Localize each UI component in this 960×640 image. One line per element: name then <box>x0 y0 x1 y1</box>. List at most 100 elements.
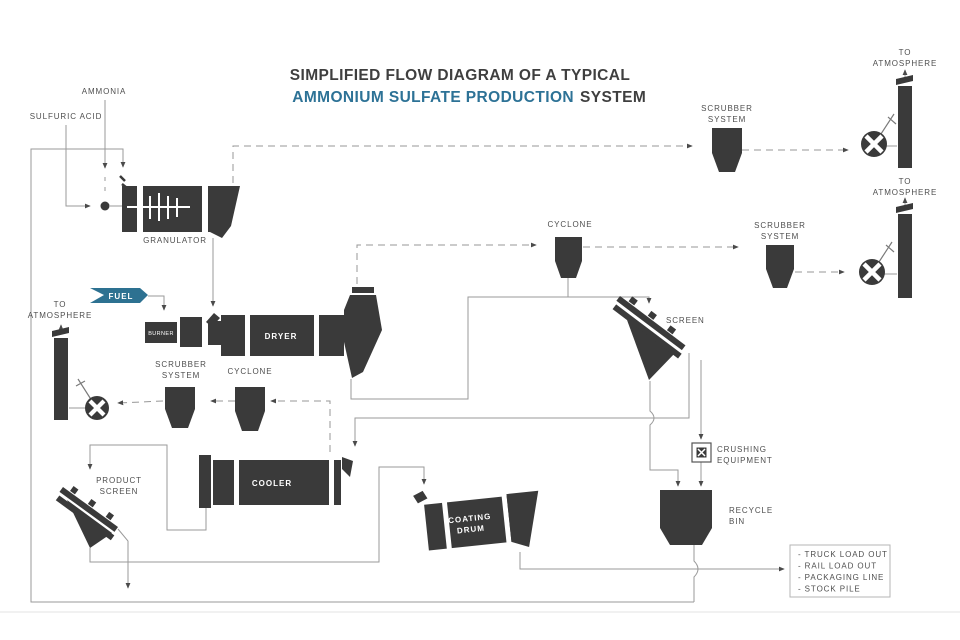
dryer-inlet-neck <box>208 321 221 345</box>
granulator-band-1 <box>137 183 143 235</box>
product-screen-deck-1 <box>59 487 119 532</box>
fan2-drive-line <box>876 241 895 266</box>
scrubber2-label-line1: SCRUBBER <box>754 221 806 230</box>
product-screen-to-drum-line <box>89 466 427 563</box>
screen-decks <box>612 296 686 359</box>
product-screen-oversize-line <box>117 528 131 589</box>
crusher-label-line2: EQUIPMENT <box>717 456 773 465</box>
cyclone2-vessel <box>555 237 582 278</box>
product-screen-foot-1 <box>70 486 79 495</box>
coating-drum-inlet-flap <box>413 490 428 504</box>
scrubber1-vessel <box>712 128 742 172</box>
burner-housing <box>180 317 202 347</box>
coating-drum-band-1 <box>441 500 452 551</box>
solid-flow-lines <box>30 69 908 603</box>
screen-foot-1 <box>628 296 638 306</box>
dryer-band-2 <box>314 313 319 359</box>
stack3-cap <box>52 327 69 337</box>
coating-drum-band-2 <box>501 494 512 545</box>
product-screen-foot-2 <box>87 498 97 508</box>
fan1 <box>861 113 897 157</box>
fan3-drive-line <box>75 378 93 402</box>
diagram-title-line2-rest: SYSTEM <box>580 89 646 106</box>
product-screen-deck-2 <box>55 495 115 541</box>
atmosphere1-label-line2: ATMOSPHERE <box>873 59 937 68</box>
atmosphere2-label-line1: TO <box>899 177 912 186</box>
recycle-bin-label-line1: RECYCLE <box>729 506 773 515</box>
bin-discharge-line <box>693 545 699 602</box>
scrubber3-to-fan3-line <box>117 400 164 406</box>
stack3 <box>52 327 69 420</box>
drum-to-loadout-line <box>519 552 785 572</box>
product-screen-label-line2: SCREEN <box>100 487 139 496</box>
cooler-offgas-line <box>270 398 331 452</box>
granulator-label: GRANULATOR <box>143 236 207 245</box>
product-screen-label-line1: PRODUCT <box>96 476 142 485</box>
dryer-exhaust-cap <box>352 287 374 293</box>
granulator-band-2 <box>202 183 208 235</box>
product-screen-foot-3 <box>105 511 115 521</box>
scrubber3-vessel <box>165 387 195 428</box>
stack2-column <box>898 214 912 298</box>
loadout-box: - TRUCK LOAD OUT - RAIL LOAD OUT - PACKA… <box>789 544 891 598</box>
screen-foot-3 <box>666 325 677 335</box>
atmosphere2-label-line2: ATMOSPHERE <box>873 188 937 197</box>
screen-to-cooler-line <box>352 353 690 447</box>
screen-unit <box>612 296 686 380</box>
granulator-offgas-line <box>232 143 693 183</box>
fan2-blades <box>862 262 882 282</box>
recycle-bin-label-line2: BIN <box>729 517 745 526</box>
fan1-blades <box>864 134 884 154</box>
stack1-column <box>898 86 912 168</box>
product-screen-unit <box>55 486 119 548</box>
dryer-band-1 <box>245 313 250 359</box>
stack1 <box>896 75 913 168</box>
stack2 <box>896 203 913 298</box>
screen-foot-2 <box>647 310 657 320</box>
cyclone3-vessel <box>235 387 265 431</box>
cooler-inlet-spout <box>342 457 353 477</box>
loadout-item-stockpile: - STOCK PILE <box>798 585 861 594</box>
fan2 <box>859 241 895 285</box>
fuel-ribbon <box>90 288 148 303</box>
granulator-unit <box>100 183 240 238</box>
reactor-mixing-node <box>100 201 110 211</box>
loadout-item-packaging: - PACKAGING LINE <box>798 573 884 582</box>
scrubber2-label-line2: SYSTEM <box>761 232 799 241</box>
dashed-gas-lines <box>117 143 849 452</box>
cooler-to-product-screen-line <box>87 444 207 531</box>
screen-hopper <box>627 320 676 380</box>
crusher-blades <box>697 448 706 457</box>
burner-box <box>145 322 177 343</box>
diagram-title-line2-highlight: AMMONIUM SULFATE PRODUCTION <box>292 89 574 106</box>
loadout-item-truck: - TRUCK LOAD OUT <box>798 550 888 559</box>
screen-fines-to-bin-line <box>649 381 681 487</box>
granulator-discharge-end <box>210 186 240 238</box>
crusher-unit <box>691 442 712 463</box>
dryer-body <box>221 315 344 356</box>
coating-drum-unit: COATING DRUM <box>413 490 539 551</box>
cooler-unit <box>199 455 353 508</box>
sulfuric-acid-feed-line <box>65 125 91 209</box>
stack2-cap <box>896 203 913 213</box>
dryer-exhaust-elbow <box>344 295 382 378</box>
screen-deck-2 <box>612 304 682 359</box>
scrubber3-label-line1: SCRUBBER <box>155 360 207 369</box>
dryer-label: DRYER <box>265 332 298 341</box>
dryer-offgas-line <box>356 242 537 284</box>
loadout-box-frame <box>789 544 891 598</box>
dryer-unit <box>145 287 382 378</box>
fuel-to-burner-line <box>148 295 167 311</box>
fan1-drive-line <box>878 113 897 138</box>
screen-label: SCREEN <box>666 316 705 325</box>
recycle-bin-vessel <box>660 490 712 545</box>
loadout-item-rail: - RAIL LOAD OUT <box>798 562 877 571</box>
recycle-return-line <box>30 148 694 603</box>
stack1-cap <box>896 75 913 85</box>
cyclone2-label: CYCLONE <box>548 220 593 229</box>
screen-deck-1 <box>616 296 686 351</box>
cooler-band-2 <box>329 458 334 507</box>
atmosphere3-label-line1: TO <box>54 300 67 309</box>
sulfuric-acid-label: SULFURIC ACID <box>30 112 103 121</box>
